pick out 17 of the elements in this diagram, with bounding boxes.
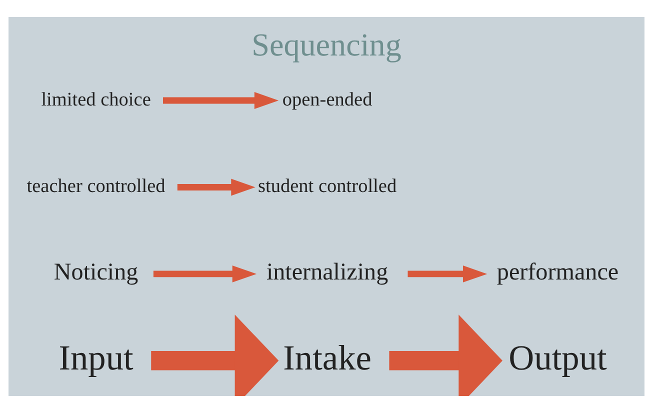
- arrow: [408, 264, 488, 282]
- arrow: [177, 178, 256, 196]
- node-text: internalizing: [266, 259, 388, 286]
- node-text: Intake: [283, 338, 372, 378]
- node-text: limited choice: [41, 88, 151, 110]
- arrow: [389, 314, 502, 396]
- node-text: teacher controlled: [26, 176, 166, 197]
- node-text: student controlled: [258, 176, 397, 197]
- diagram-title: Sequencing: [252, 26, 402, 62]
- node-text: Output: [508, 338, 607, 378]
- node-text: performance: [496, 259, 619, 286]
- node-text: Noticing: [54, 259, 138, 286]
- arrow: [163, 92, 279, 108]
- arrow: [153, 264, 257, 282]
- arrow: [151, 314, 279, 396]
- node-text: open-ended: [282, 88, 372, 110]
- node-text: Input: [58, 338, 134, 378]
